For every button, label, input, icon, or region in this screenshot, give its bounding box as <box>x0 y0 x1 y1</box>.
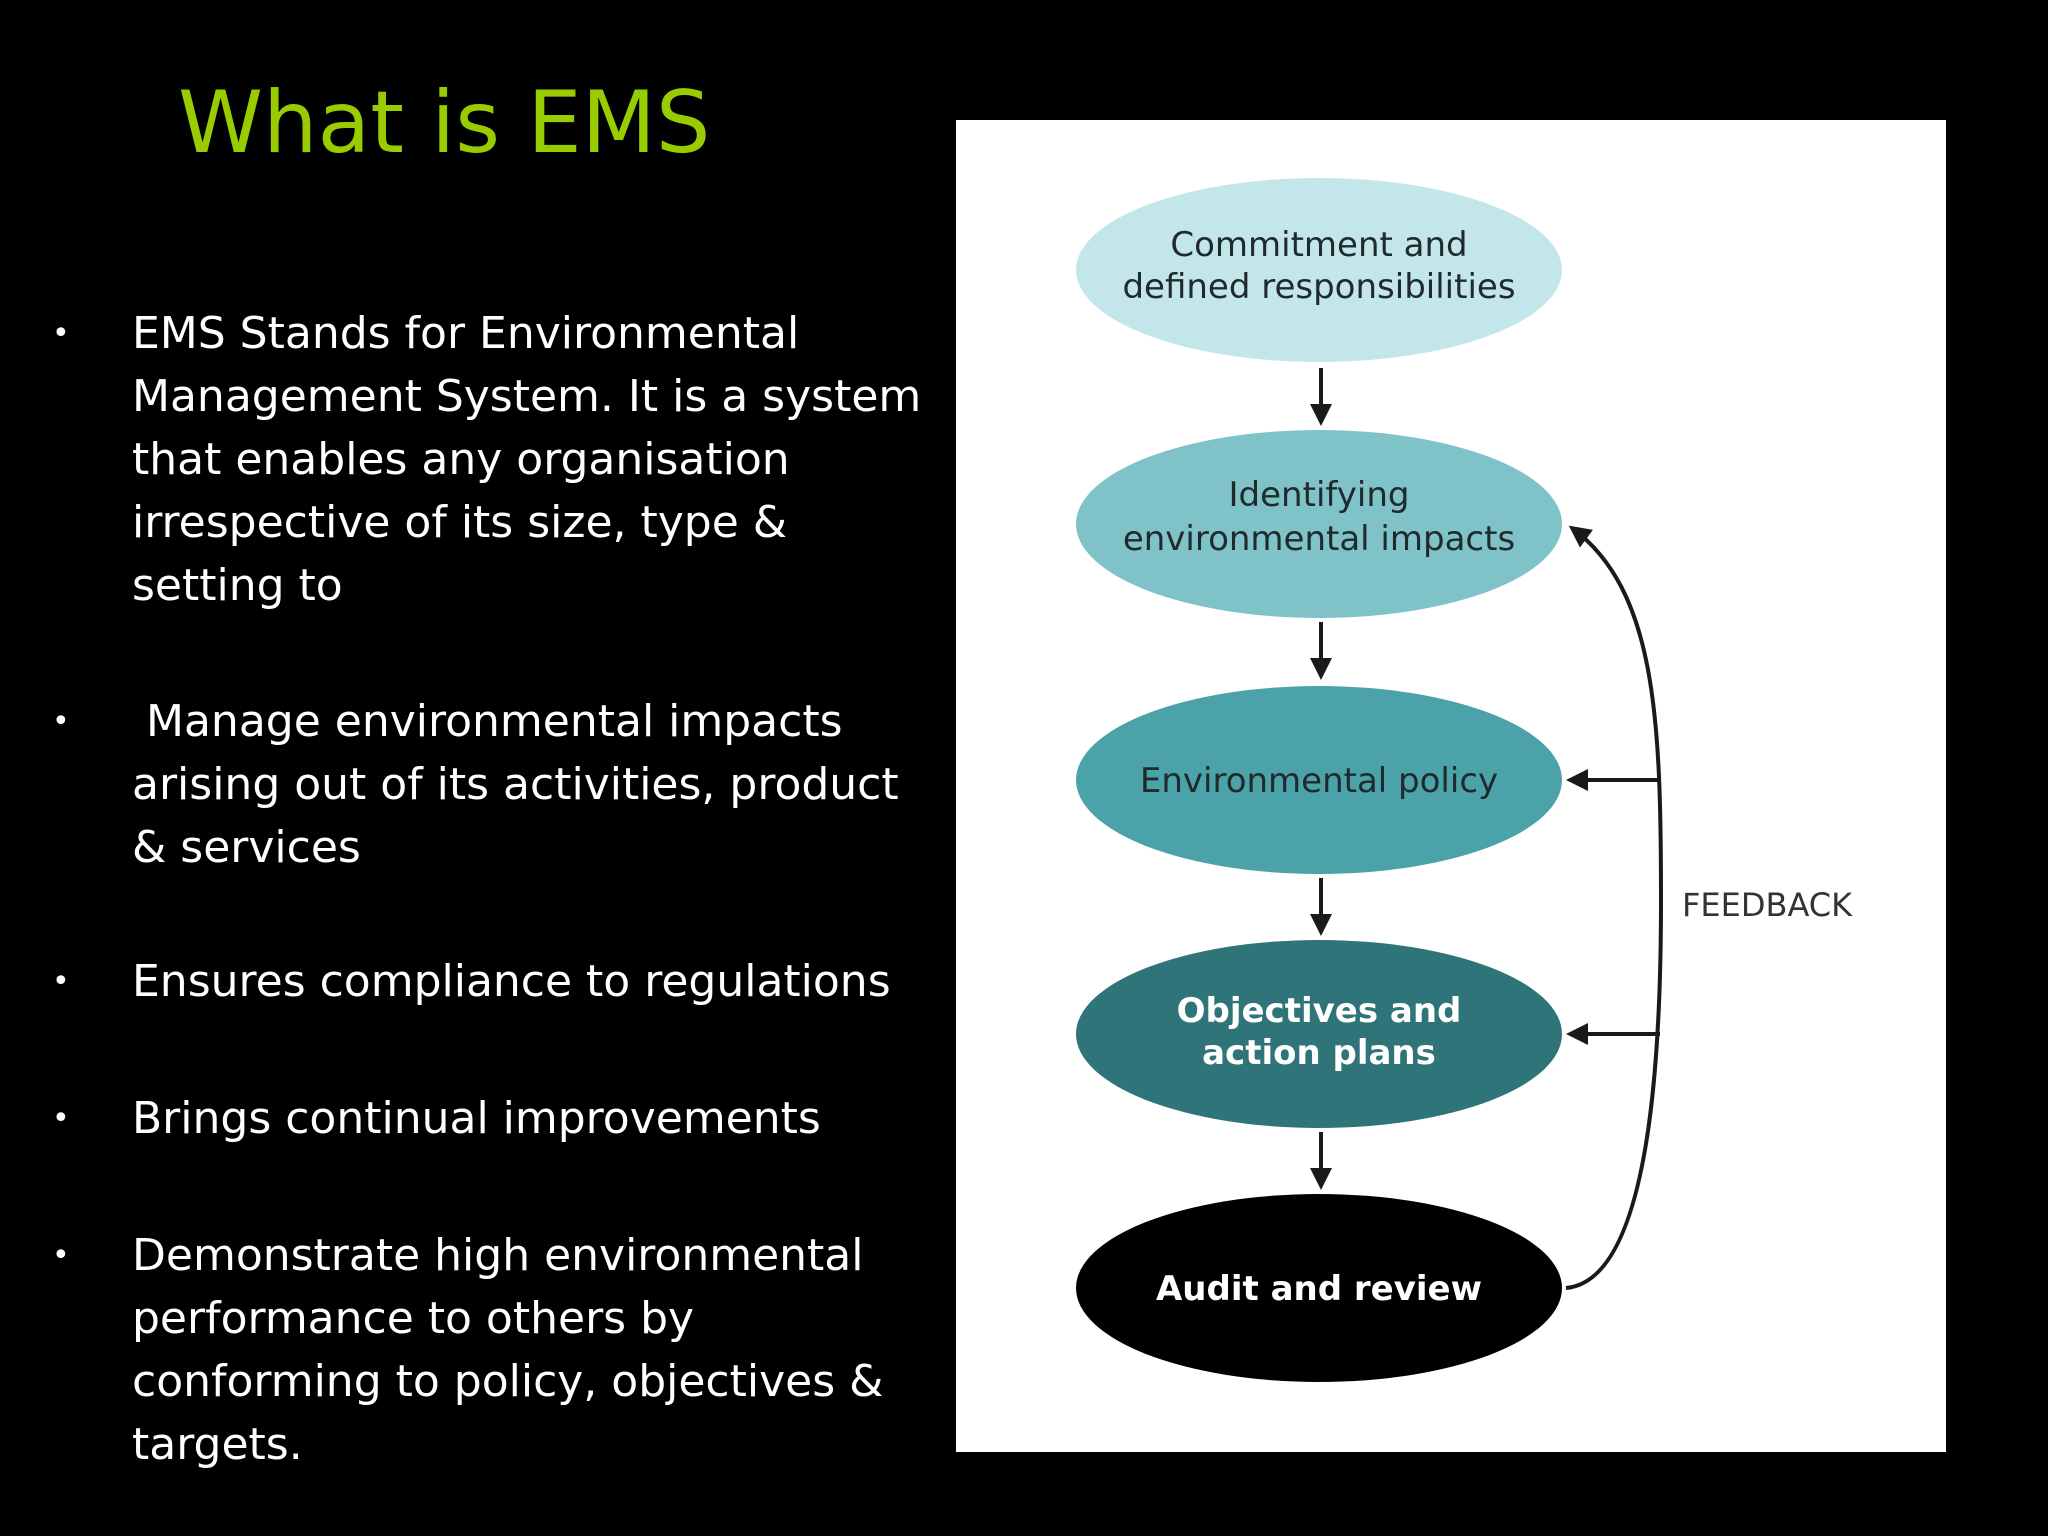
node-objectives-line2: action plans <box>1202 1033 1436 1073</box>
feedback-loop-arrow <box>1565 525 1664 1290</box>
ems-cycle-svg: Commitment and defined responsibilities … <box>1076 178 1853 1382</box>
node-commitment-line2: defined responsibilities <box>1122 267 1515 307</box>
node-environmental-policy-shape <box>1076 686 1562 874</box>
node-audit-review: Audit and review <box>1076 1194 1562 1382</box>
bullet-marker: • <box>52 964 70 999</box>
bullet-marker: • <box>52 316 70 351</box>
node-environmental-policy-line1: Environmental policy <box>1140 761 1498 801</box>
bullet-text: Demonstrate high environmental performan… <box>132 1230 884 1470</box>
bullet-text: EMS Stands for Environmental Management … <box>132 308 922 611</box>
node-identifying-impacts-line1: Identifying <box>1229 475 1410 515</box>
node-commitment-line1: Commitment and <box>1170 225 1467 265</box>
node-audit-review-line1: Audit and review <box>1156 1269 1482 1309</box>
node-identifying-impacts-line2: environmental impacts <box>1123 519 1515 559</box>
bullet-marker: • <box>52 1238 70 1273</box>
bullet-marker: • <box>52 704 70 739</box>
bullet-text: Brings continual improvements <box>132 1093 821 1144</box>
node-audit-review-shape <box>1076 1194 1562 1382</box>
feedback-label: FEEDBACK <box>1682 886 1853 924</box>
bullet-marker: • <box>52 1101 70 1136</box>
bullet-list: • EMS Stands for Environmental Managemen… <box>0 0 940 1536</box>
slide-title: What is EMS <box>178 73 711 173</box>
node-environmental-policy: Environmental policy <box>1076 686 1562 874</box>
node-commitment: Commitment and defined responsibilities <box>1076 178 1562 362</box>
bullet-text: Ensures compliance to regulations <box>132 956 891 1007</box>
node-identifying-impacts-shape <box>1076 430 1562 618</box>
node-commitment-shape <box>1076 178 1562 362</box>
ems-cycle-diagram: Commitment and defined responsibilities … <box>956 120 1946 1452</box>
node-objectives-shape <box>1076 940 1562 1128</box>
node-objectives-line1: Objectives and <box>1177 991 1462 1031</box>
bullet-text: Manage environmental impacts arising out… <box>132 696 899 873</box>
node-objectives: Objectives and action plans <box>1076 940 1562 1128</box>
node-identifying-impacts: Identifying environmental impacts <box>1076 430 1562 618</box>
